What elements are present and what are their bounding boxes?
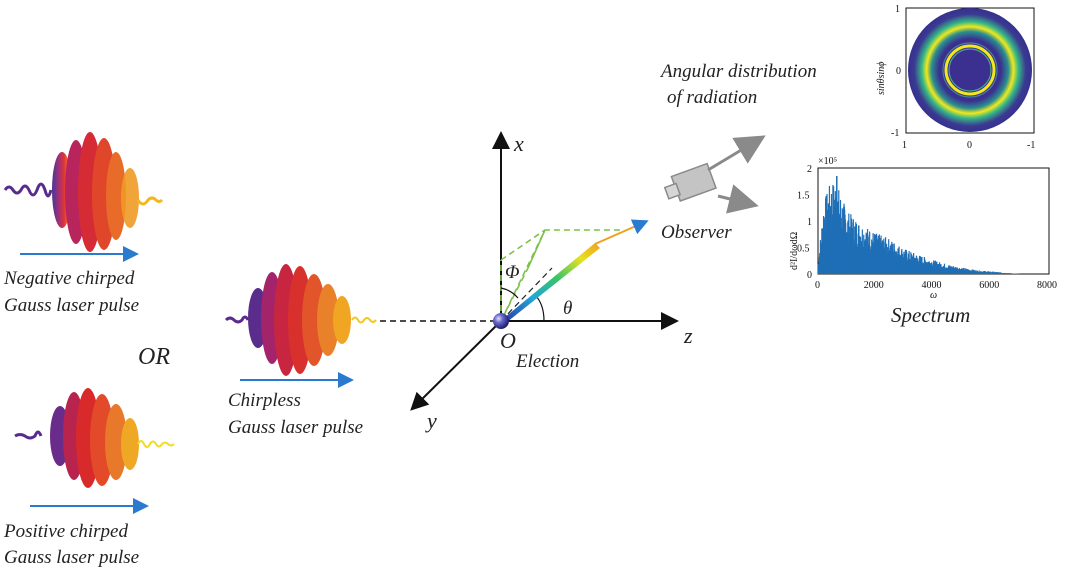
angular-ytick: 1 bbox=[895, 4, 900, 15]
chirpless-pulse bbox=[224, 264, 377, 388]
y-axis bbox=[410, 320, 502, 411]
spectrum-plot: ×10⁵ d²I/dωdΩ ω 0 2000 4000 6000 8000 2 1.5 1 0.… bbox=[789, 156, 1057, 301]
angular-xtick: -1 bbox=[1027, 140, 1035, 151]
angular-plot-disc bbox=[908, 8, 1032, 132]
spectrum-ytick: 1.5 bbox=[797, 191, 810, 202]
positive-label-line2: Gauss laser pulse bbox=[4, 547, 139, 568]
observation-direction bbox=[594, 219, 649, 245]
origin-label: O bbox=[500, 328, 516, 353]
negative-label-line1: Negative chirped bbox=[3, 268, 135, 289]
observer-arrow-angular bbox=[707, 135, 766, 172]
angular-ytick: 0 bbox=[896, 66, 901, 77]
spectrum-xtick: 8000 bbox=[1037, 280, 1057, 291]
angular-ytick: -1 bbox=[891, 128, 899, 139]
phi-label: Φ bbox=[505, 262, 519, 283]
coordinate-axes bbox=[410, 131, 679, 411]
spectrum-exponent: ×10⁵ bbox=[818, 156, 837, 167]
observer-camera bbox=[663, 162, 717, 202]
theta-label: θ bbox=[563, 298, 572, 319]
positive-label-line1: Positive chirped bbox=[3, 521, 128, 542]
projection-box bbox=[500, 229, 620, 322]
spectrum-bars bbox=[817, 184, 1021, 274]
electron-ball bbox=[493, 313, 509, 329]
spectrum-ytick: 0 bbox=[807, 270, 812, 281]
spectrum-ytick: 1 bbox=[807, 217, 812, 228]
angular-yaxis-label: sinθsinϕ bbox=[876, 62, 887, 95]
angular-distribution-plot: sinθsinϕ 1 0 -1 1 0 -1 bbox=[876, 4, 1035, 151]
observer-label: Observer bbox=[661, 222, 732, 243]
election-label: Election bbox=[515, 351, 579, 372]
chirpless-label-line2: Gauss laser pulse bbox=[228, 417, 363, 438]
spectrum-ytick: 0.5 bbox=[797, 244, 810, 255]
angular-label-line2: of radiation bbox=[667, 87, 757, 108]
observer-arrow-spectrum bbox=[717, 184, 759, 214]
angular-xtick: 0 bbox=[967, 140, 972, 151]
spectrum-label: Spectrum bbox=[891, 303, 970, 327]
pulse-trail-wave bbox=[3, 182, 53, 198]
spectrum-xtick: 0 bbox=[815, 280, 820, 291]
spectrum-xtick: 4000 bbox=[922, 280, 942, 291]
spectrum-xtick: 6000 bbox=[979, 280, 999, 291]
angular-label-line1: Angular distribution bbox=[659, 61, 817, 82]
angular-xtick: 1 bbox=[902, 140, 907, 151]
chirpless-label-line1: Chirpless bbox=[228, 390, 301, 411]
angular-ring bbox=[944, 44, 996, 96]
or-label: OR bbox=[138, 344, 170, 370]
axis-z-label: z bbox=[683, 323, 693, 348]
spectrum-ticks: 0 2000 4000 6000 8000 2 1.5 1 0.5 0 bbox=[797, 164, 1057, 291]
spectrum-xaxis-label: ω bbox=[930, 290, 937, 301]
spectrum-xtick: 2000 bbox=[864, 280, 884, 291]
negative-chirped-pulse bbox=[3, 132, 164, 262]
positive-chirped-pulse bbox=[14, 388, 175, 514]
axis-y-label: y bbox=[425, 408, 437, 433]
theta-arc bbox=[534, 294, 545, 322]
spectrum-ytick: 2 bbox=[807, 164, 812, 175]
radiation-beam bbox=[504, 243, 600, 322]
axis-x-label: x bbox=[513, 131, 524, 156]
phi-arc bbox=[500, 287, 519, 299]
negative-label-line2: Gauss laser pulse bbox=[4, 295, 139, 316]
spectrum-yaxis-label: d²I/dωdΩ bbox=[789, 232, 800, 270]
